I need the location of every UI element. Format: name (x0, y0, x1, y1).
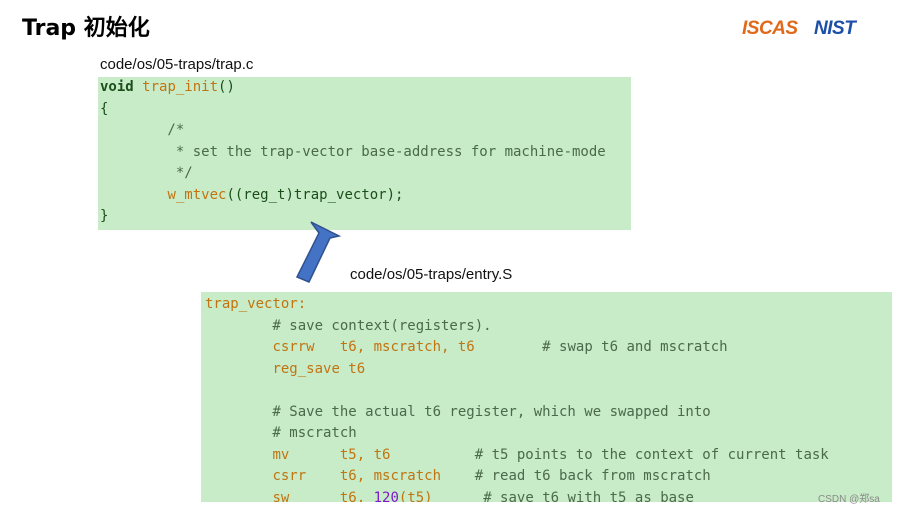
iscas-logo: ISCAS (742, 18, 798, 39)
code-token: void (100, 79, 134, 95)
code-token (205, 490, 272, 503)
code-token: trap_init (142, 79, 219, 95)
code-line: # save context(registers). (205, 316, 892, 338)
code-token: /* (100, 122, 185, 138)
arrow-up-icon (295, 221, 342, 283)
code-token: mv (272, 446, 290, 463)
code-token: () (218, 79, 235, 95)
trap-c-path-label: code/os/05-traps/trap.c (100, 56, 254, 73)
code-token: { (100, 100, 109, 117)
code-token: t6, (289, 489, 374, 503)
trap-c-code-block: void trap_init(){ /* * set the trap-vect… (98, 77, 631, 230)
code-line (205, 380, 892, 402)
code-token (134, 79, 142, 95)
code-token: # read t6 back from mscratch (474, 468, 711, 484)
code-token: t5, t6 (289, 446, 475, 463)
code-token: t6, mscratch (306, 468, 475, 484)
code-token: trap_vector: (205, 296, 307, 312)
code-line: csrr t6, mscratch # read t6 back from ms… (205, 466, 892, 488)
code-line: trap_vector: (205, 294, 892, 316)
code-token (205, 447, 272, 463)
code-token: * set the trap-vector base-address for m… (100, 143, 606, 160)
code-token (205, 468, 272, 484)
code-token: reg_save t6 (272, 360, 366, 377)
code-line: { (100, 99, 631, 121)
code-token: (t5) (398, 489, 484, 503)
code-token: # Save the actual t6 register, which we … (205, 403, 711, 420)
code-token: # save t6 with t5 as base (483, 489, 694, 503)
code-line: */ (100, 163, 631, 185)
code-line: sw t6, 120(t5) # save t6 with t5 as base (205, 488, 892, 503)
code-token: # swap t6 and mscratch (542, 339, 728, 355)
code-line: } (100, 206, 631, 228)
code-token (205, 361, 272, 377)
slide-title: Trap 初始化 (22, 16, 150, 41)
entry-s-path-label: code/os/05-traps/entry.S (350, 266, 513, 283)
code-token: # save context(registers). (205, 317, 492, 334)
code-token: */ (100, 165, 193, 181)
entry-s-code-lines: trap_vector: # save context(registers). … (205, 294, 892, 502)
nist-logo: NIST (814, 18, 856, 39)
entry-s-code-block: trap_vector: # save context(registers). … (201, 292, 892, 502)
code-line: mv t5, t6 # t5 points to the context of … (205, 445, 892, 467)
code-line: * set the trap-vector base-address for m… (100, 142, 631, 164)
code-token: w_mtvec (167, 186, 227, 203)
code-token: csrr (272, 468, 307, 484)
code-token: 120 (373, 489, 399, 503)
code-line: reg_save t6 (205, 359, 892, 381)
code-line: void trap_init() (100, 77, 631, 99)
code-token: sw (272, 489, 290, 503)
code-token: # mscratch (205, 425, 357, 441)
csdn-watermark: CSDN @郑sa (818, 494, 880, 505)
code-token (100, 187, 167, 203)
code-line: # Save the actual t6 register, which we … (205, 402, 892, 424)
code-token: } (100, 208, 109, 224)
code-line: csrrw t6, mscratch, t6 # swap t6 and msc… (205, 337, 892, 359)
code-token: # t5 points to the context of current ta… (474, 446, 829, 463)
arrow-up-shape (295, 221, 342, 283)
code-token (205, 339, 272, 355)
code-line: w_mtvec((reg_t)trap_vector); (100, 185, 631, 207)
code-token: csrrw (272, 339, 315, 355)
trap-c-code-lines: void trap_init(){ /* * set the trap-vect… (100, 77, 631, 228)
code-token: ((reg_t)trap_vector); (226, 186, 404, 203)
code-line: /* (100, 120, 631, 142)
code-line: # mscratch (205, 423, 892, 445)
logo-group: ISCAS NIST (742, 18, 856, 42)
code-token: t6, mscratch, t6 (314, 339, 543, 355)
